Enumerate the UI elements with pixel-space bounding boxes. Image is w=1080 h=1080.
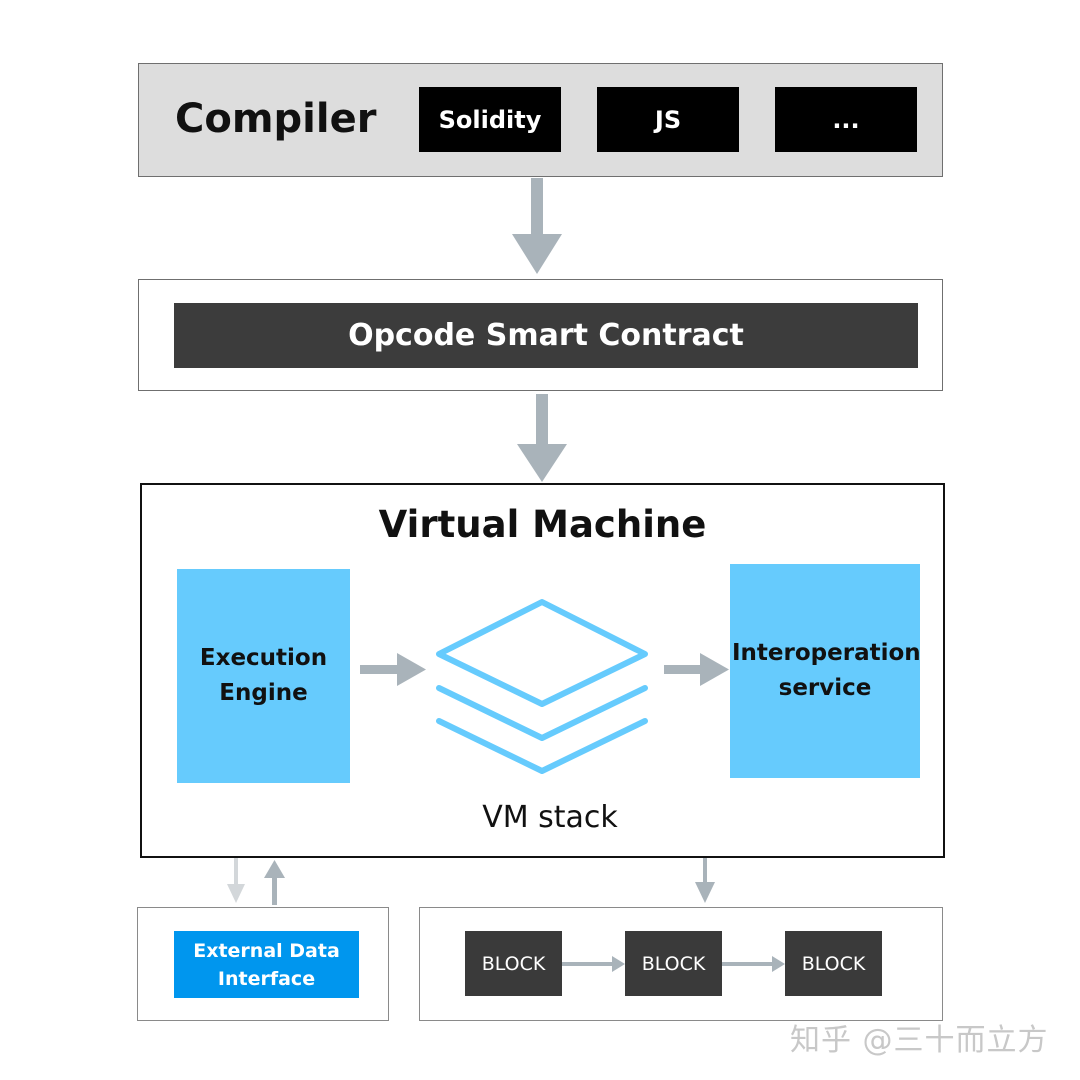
arrow-compiler-to-opcode xyxy=(512,178,562,274)
language-solidity: Solidity xyxy=(419,87,561,152)
arrow-stack-to-interop xyxy=(664,653,729,686)
interoperation-service-box: Interoperation service xyxy=(730,564,921,778)
interoperation-service-label: Interoperation service xyxy=(732,640,921,701)
compiler-title: Compiler xyxy=(175,96,377,142)
execution-engine-box: Execution Engine xyxy=(177,569,350,783)
language-js: JS xyxy=(597,87,739,152)
external-data-interface-label: External Data Interface xyxy=(193,939,340,990)
arrow-block1-to-block2 xyxy=(562,956,625,972)
block-2: BLOCK xyxy=(625,931,722,996)
block-3: BLOCK xyxy=(785,931,882,996)
block-1: BLOCK xyxy=(465,931,562,996)
opcode-smart-contract: Opcode Smart Contract xyxy=(174,303,918,368)
virtual-machine-title: Virtual Machine xyxy=(378,503,707,546)
arrow-vm-to-external xyxy=(227,858,245,903)
external-data-interface: External Data Interface xyxy=(174,931,359,998)
watermark: 知乎 @三十而立方 xyxy=(790,1023,1049,1058)
vm-stack-label: VM stack xyxy=(482,800,618,835)
arrow-engine-to-stack xyxy=(360,653,426,686)
arrow-block2-to-block3 xyxy=(722,956,785,972)
arrow-external-to-vm xyxy=(264,860,285,905)
arrow-opcode-to-vm xyxy=(517,394,567,482)
language-more: ... xyxy=(775,87,917,152)
vm-stack-icon xyxy=(436,599,648,774)
arrow-vm-to-blockchain xyxy=(695,858,715,903)
execution-engine-label: Execution Engine xyxy=(199,645,328,706)
